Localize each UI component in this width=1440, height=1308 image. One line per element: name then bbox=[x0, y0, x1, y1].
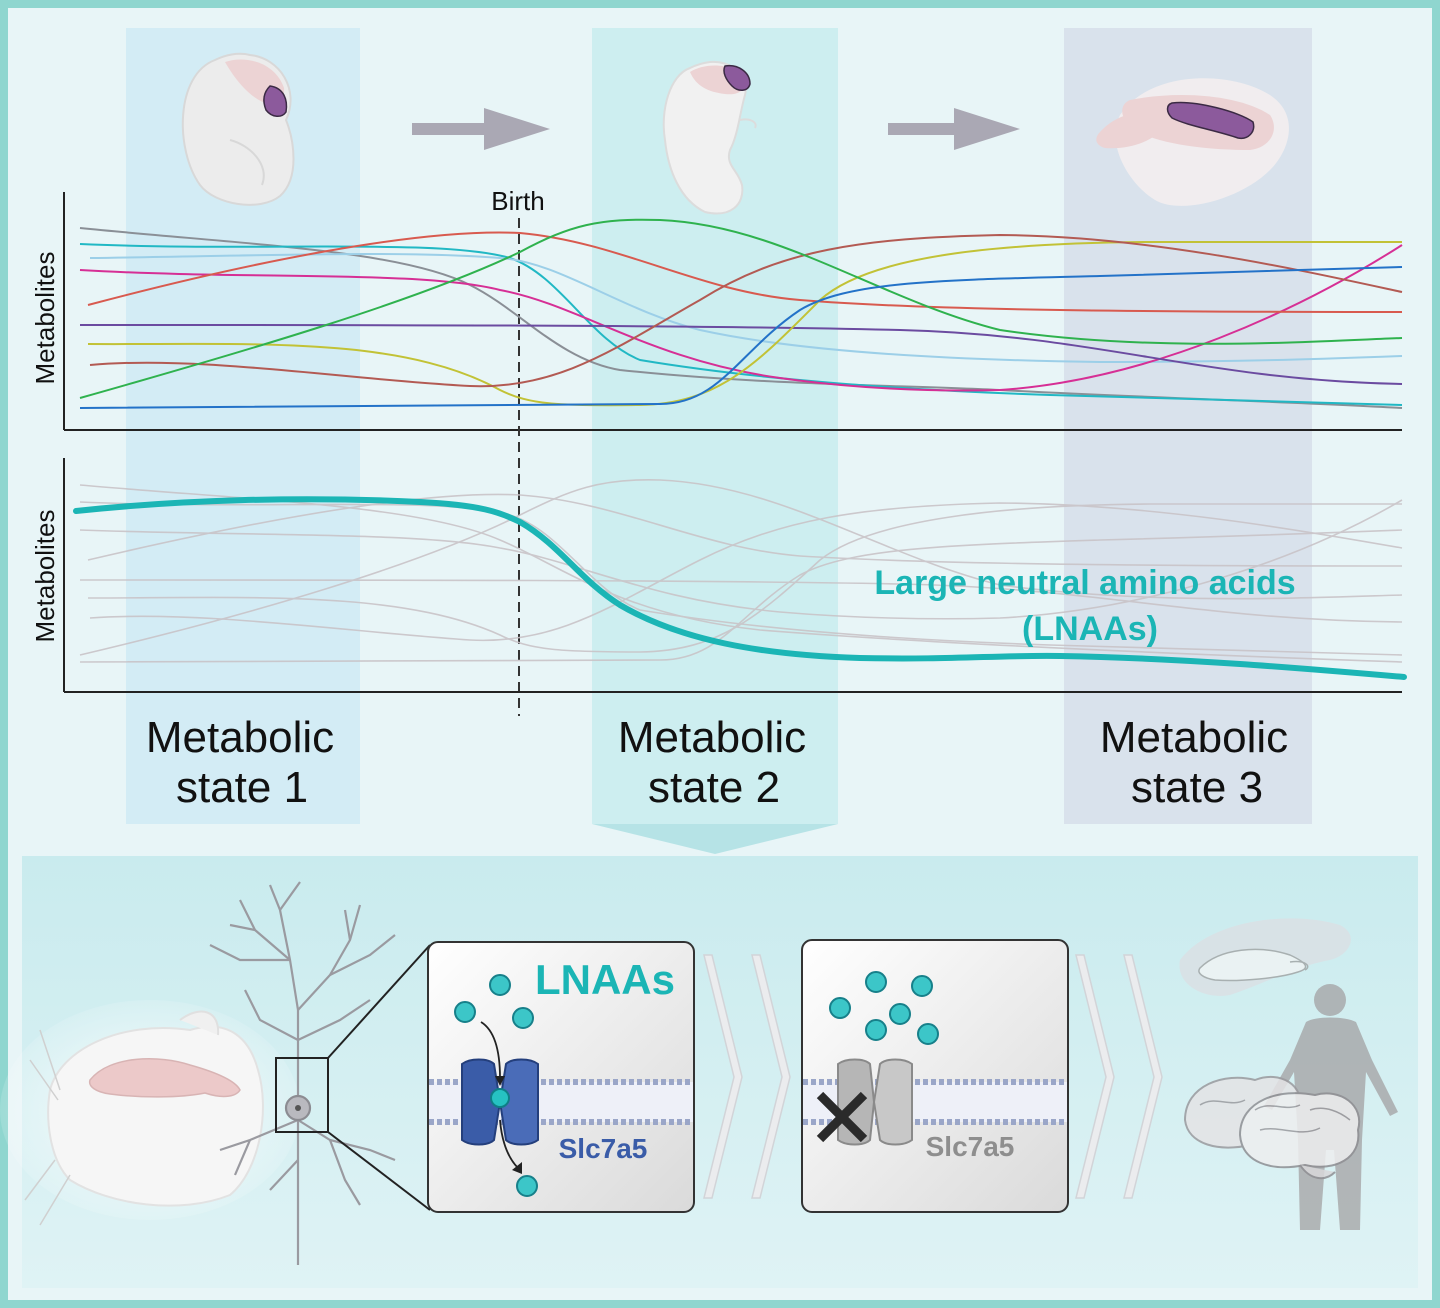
trace-purple bbox=[79, 324, 1403, 385]
slc7a5-label-normal: Slc7a5 bbox=[559, 1133, 648, 1164]
background-traces bbox=[79, 478, 1403, 663]
zoom-line-top bbox=[327, 944, 431, 1059]
blocked-x-icon bbox=[816, 1091, 868, 1143]
state1-label-line2: state 1 bbox=[176, 763, 308, 812]
neuron-zoom-box bbox=[275, 1057, 329, 1133]
lnaa-label-line1: Large neutral amino acids bbox=[874, 564, 1295, 602]
transition-arrow-2 bbox=[888, 108, 1020, 150]
adult-brain-icon bbox=[1096, 78, 1289, 206]
outcome-mouse-icon bbox=[1179, 918, 1351, 996]
embryo-icon bbox=[181, 52, 295, 206]
zoom-line-bottom bbox=[327, 1131, 431, 1211]
trace-lightblue bbox=[89, 252, 1403, 364]
state2-label-line2: state 2 bbox=[648, 763, 780, 812]
top-graph: Metabolites Birth bbox=[30, 186, 1403, 716]
brain-icon bbox=[1183, 1075, 1361, 1180]
trace-cyan bbox=[79, 243, 1403, 406]
bottom-graph: Metabolites Large neutral amino acids (L… bbox=[30, 458, 1407, 693]
trace-blue bbox=[79, 266, 1403, 409]
chevron-arrows-2 bbox=[1075, 954, 1163, 1199]
lnaa-label-line2: (LNAAs) bbox=[1022, 610, 1158, 648]
trace-green bbox=[79, 218, 1403, 399]
state2-arrow-down bbox=[592, 824, 838, 854]
state1-label-line1: Metabolic bbox=[146, 713, 334, 762]
top-y-axis-label: Metabolites bbox=[30, 252, 60, 385]
mouse-head-icon bbox=[0, 1000, 300, 1226]
bottom-y-axis-label: Metabolites bbox=[30, 510, 60, 643]
transition-arrow-1 bbox=[412, 108, 550, 150]
birth-label: Birth bbox=[491, 186, 544, 216]
neonate-mouse-icon bbox=[662, 60, 757, 215]
lnaas-ligand-label: LNAAs bbox=[535, 956, 675, 1003]
trace-red bbox=[87, 231, 1403, 313]
neuron-icon bbox=[209, 881, 396, 1265]
trace-magenta bbox=[79, 244, 1403, 392]
state3-label-line1: Metabolic bbox=[1100, 713, 1288, 762]
chevron-arrows-1 bbox=[703, 954, 791, 1199]
normal-transport-panel: LNAAs Slc7a5 bbox=[427, 941, 695, 1213]
state2-label-line1: Metabolic bbox=[618, 713, 806, 762]
trace-olive bbox=[87, 240, 1402, 407]
slc7a5-label-knockout: Slc7a5 bbox=[926, 1131, 1015, 1162]
state3-label-line2: state 3 bbox=[1131, 763, 1263, 812]
trace-brown bbox=[89, 233, 1403, 388]
lnaa-trace bbox=[73, 496, 1407, 680]
knockout-transport-panel: Slc7a5 bbox=[801, 939, 1069, 1213]
